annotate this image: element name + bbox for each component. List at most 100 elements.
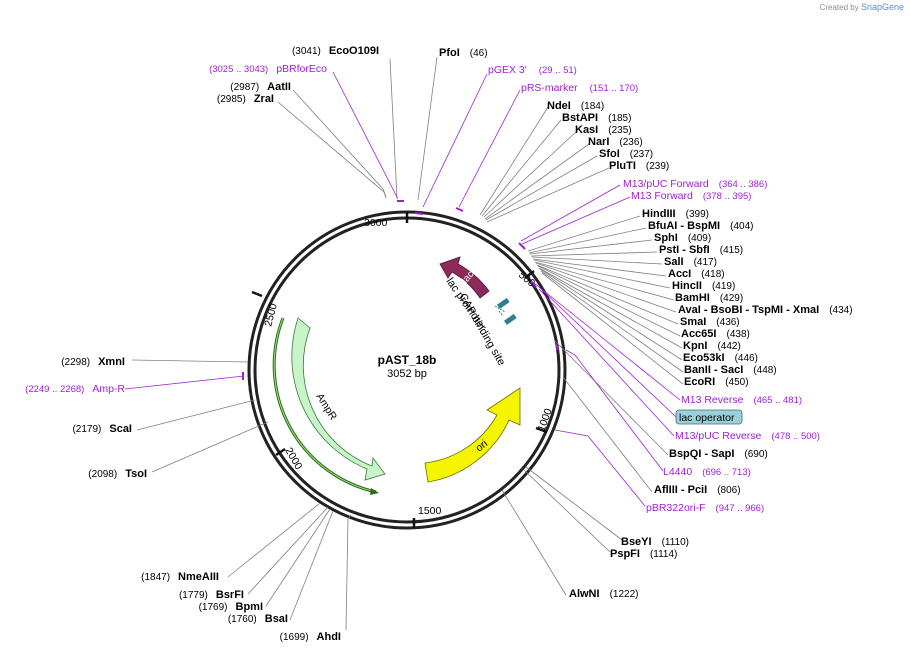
site-name-xmni: XmnI [98, 356, 125, 368]
site-pos-bsai: (1760) [228, 614, 257, 625]
site-pos-bsrfi: (1779) [179, 590, 208, 601]
site-pos-bstapi: (185) [608, 113, 631, 124]
site-pos-ndei: (184) [581, 101, 604, 112]
site-name-hindiii: HindIII [642, 208, 676, 220]
site-label-nari: NarI(236) [588, 136, 643, 148]
leader-ecori [541, 272, 684, 385]
lac-operator-label: lac operator [679, 412, 735, 424]
leader-tsoi [151, 421, 269, 473]
site-label-hincii: HincII(419) [672, 280, 735, 292]
primer-mark-l4440 [555, 343, 559, 351]
primer-label-ampr: (2249 .. 2268)Amp-R [25, 383, 125, 395]
site-name-eco53ki: Eco53kI [683, 352, 725, 364]
site-label-alwni: AlwNI(1222) [569, 588, 638, 600]
site-name-smai: SmaI [680, 316, 706, 328]
site-label-smai: SmaI(436) [680, 316, 740, 328]
leader-psti [530, 251, 658, 257]
leader-pfoi [417, 56, 438, 201]
primer-label-m13puc-rev: M13/pUC Reverse(478 .. 500) [675, 430, 820, 442]
tick-marks [251, 212, 548, 528]
site-name-bamhi: BamHI [675, 292, 710, 304]
tick-label-2500: 2500 [262, 302, 280, 328]
primer-name-m13puc-rev: M13/pUC Reverse [675, 430, 762, 442]
primer-range-pgex: (29 .. 51) [539, 65, 577, 76]
site-label-eco53ki: Eco53kI (446) [683, 352, 758, 364]
primer-range-prs: (151 .. 170) [590, 83, 639, 94]
site-name-afliii: AflIII - PciI [654, 484, 707, 496]
leader-bsai [289, 510, 334, 621]
site-label-sali: SalI(417) [664, 256, 717, 268]
site-pos-avai: (434) [829, 305, 852, 316]
leader-lacop [539, 287, 677, 418]
plasmid-length: 3052 bp [387, 368, 427, 380]
site-name-avai: AvaI - BsoBI - TspMI - XmaI [678, 304, 819, 316]
leader-pbrforeco [332, 71, 399, 200]
ori-arrow [424, 387, 521, 483]
tick-2000 [275, 447, 286, 457]
primer-name-pgex: pGEX 3' [488, 64, 527, 76]
leader-sali [531, 256, 663, 265]
site-label-sfoi: SfoI(237) [599, 148, 653, 160]
primer-mark-m13rev [530, 280, 537, 288]
site-label-kasi: KasI(235) [575, 124, 632, 136]
site-pos-zrai: (2985) [217, 94, 246, 105]
leader-bspqi [554, 340, 669, 456]
primer-label-m13-rev: M13 Reverse(465 .. 481) [681, 394, 802, 406]
leader-ahdi [345, 514, 352, 631]
primer-range-m13-rev: (465 .. 481) [753, 395, 802, 406]
site-name-kasi: KasI [575, 124, 598, 136]
site-pos-bfuai: (404) [730, 221, 753, 232]
site-name-nmeaiii: NmeAIII [178, 571, 219, 583]
site-pos-acci: (418) [701, 269, 724, 280]
site-pos-nari: (236) [619, 137, 642, 148]
site-pos-psti: (415) [720, 245, 743, 256]
site-pos-sphi: (409) [688, 233, 711, 244]
site-name-pspfi: PspFI [610, 548, 640, 560]
primer-mark-pgex [414, 212, 424, 215]
site-name-psti: PstI - SbfI [659, 244, 710, 256]
tick-2500 [251, 290, 263, 298]
leader-afliii [562, 376, 653, 493]
site-pos-sali: (417) [694, 257, 717, 268]
primer-name-prs: pRS-marker [521, 82, 578, 94]
primer-label-pgex: pGEX 3' (29 .. 51) [488, 64, 577, 76]
leader-eco53ki [539, 268, 683, 361]
site-label-sphi: SphI (409) [654, 232, 711, 244]
leader-l4440 [565, 349, 664, 472]
site-name-acci: AccI [668, 268, 691, 280]
site-pos-hindiii: (399) [686, 209, 709, 220]
primer-label-pbr322ori: pBR322ori-F(947 .. 966) [646, 502, 764, 514]
leader-hincii [533, 259, 671, 289]
leader-xmni [131, 359, 249, 363]
tick-label-1500: 1500 [418, 505, 442, 517]
site-labels-left: (3041)EcoO109I (2987)AatII (2985)ZraI (1… [61, 45, 379, 643]
primer-name-m13-fwd: M13 Forward [631, 190, 693, 202]
site-name-tsoi: TsoI [125, 468, 147, 480]
site-pos-eco53ki: (446) [735, 353, 758, 364]
primer-name-l4440: L4440 [663, 466, 692, 478]
site-name-banii: BanII - SacI [684, 364, 743, 376]
site-name-ahdi: AhdI [317, 631, 341, 643]
site-label-bfuai: BfuAI - BspMI (404) [648, 220, 753, 232]
leader-smai [536, 264, 679, 325]
site-pos-xmni: (2298) [61, 357, 90, 368]
site-name-sphi: SphI [654, 232, 678, 244]
leader-avai [535, 262, 677, 313]
site-name-ndei: NdeI [547, 100, 571, 112]
site-pos-bamhi: (429) [720, 293, 743, 304]
site-label-nmeaiii: (1847)NmeAIII [141, 571, 219, 583]
site-name-pluti: PluTI [609, 160, 636, 172]
site-label-banii: BanII - SacI (448) [684, 364, 777, 376]
leader-nari [484, 143, 590, 220]
leader-pluti [486, 167, 610, 223]
site-name-bspqi: BspQI - SapI [669, 448, 734, 460]
leader-bseyi [525, 466, 623, 541]
site-pos-bspqi: (690) [744, 449, 767, 460]
site-pos-pluti: (239) [646, 161, 669, 172]
leader-aatii [292, 89, 387, 198]
site-name-bfuai: BfuAI - BspMI [648, 220, 720, 232]
site-label-acc65i: Acc65I(438) [681, 328, 750, 340]
leader-kasi [483, 131, 577, 218]
site-name-pfoi: PfoI [439, 47, 460, 59]
site-pos-banii: (448) [753, 365, 776, 376]
